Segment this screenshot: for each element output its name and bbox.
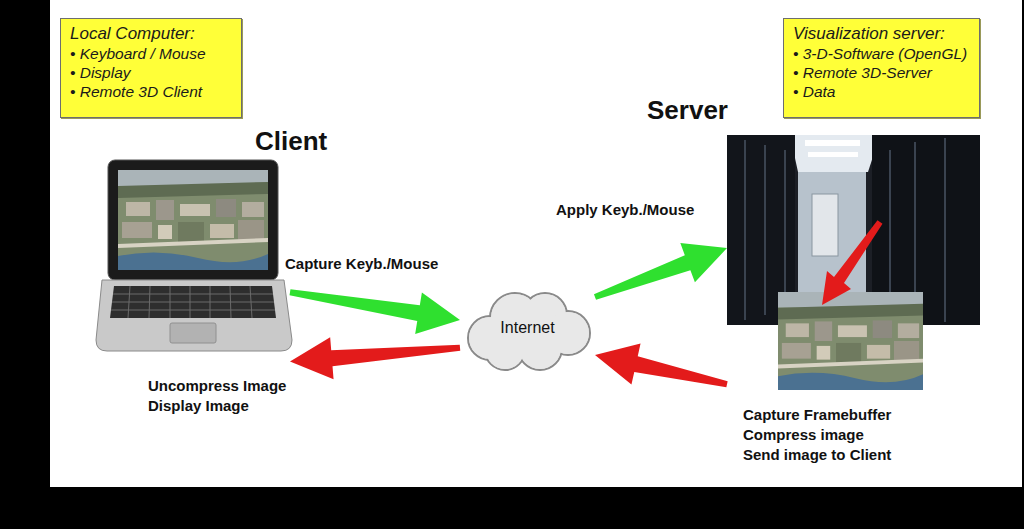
internet-cloud: Internet xyxy=(460,283,595,373)
node-text: • Display xyxy=(70,63,232,82)
note-box: Local Computer:• Keyboard / Mouse• Displ… xyxy=(60,18,242,118)
edge-label: Capture Framebuffer Compress image Send … xyxy=(743,405,898,465)
screen-image xyxy=(118,170,268,270)
render-arrow xyxy=(822,220,883,305)
block-arrow xyxy=(594,243,727,300)
block-arrow xyxy=(290,289,460,334)
block-arrow xyxy=(595,344,728,388)
node-text: • Data xyxy=(793,82,970,101)
client-laptop: Client xyxy=(95,160,290,370)
node-heading: Server xyxy=(647,95,728,125)
node-text: • Keyboard / Mouse xyxy=(70,44,232,63)
node-heading: Client xyxy=(255,126,327,156)
node-heading: Visualization server: xyxy=(793,23,970,44)
page-ground xyxy=(50,0,1022,487)
node-text: • Remote 3D Client xyxy=(70,82,232,101)
edge-label: Uncompress Image Display Image xyxy=(148,376,308,416)
node-text: • 3-D-Software (OpenGL) xyxy=(793,44,970,63)
edge-label: Apply Keyb./Mouse xyxy=(556,200,746,220)
block-arrow xyxy=(290,337,460,379)
laptop-illustration xyxy=(96,160,292,351)
rendered-image xyxy=(778,292,923,390)
edge-label: Capture Keyb./Mouse xyxy=(285,254,485,274)
node-text: • Remote 3D-Server xyxy=(793,63,970,82)
node-heading: Local Computer: xyxy=(70,23,232,44)
node-heading: Internet xyxy=(500,319,554,337)
server-room: Server xyxy=(727,135,980,392)
note-box: Visualization server:• 3-D-Software (Ope… xyxy=(783,18,980,118)
